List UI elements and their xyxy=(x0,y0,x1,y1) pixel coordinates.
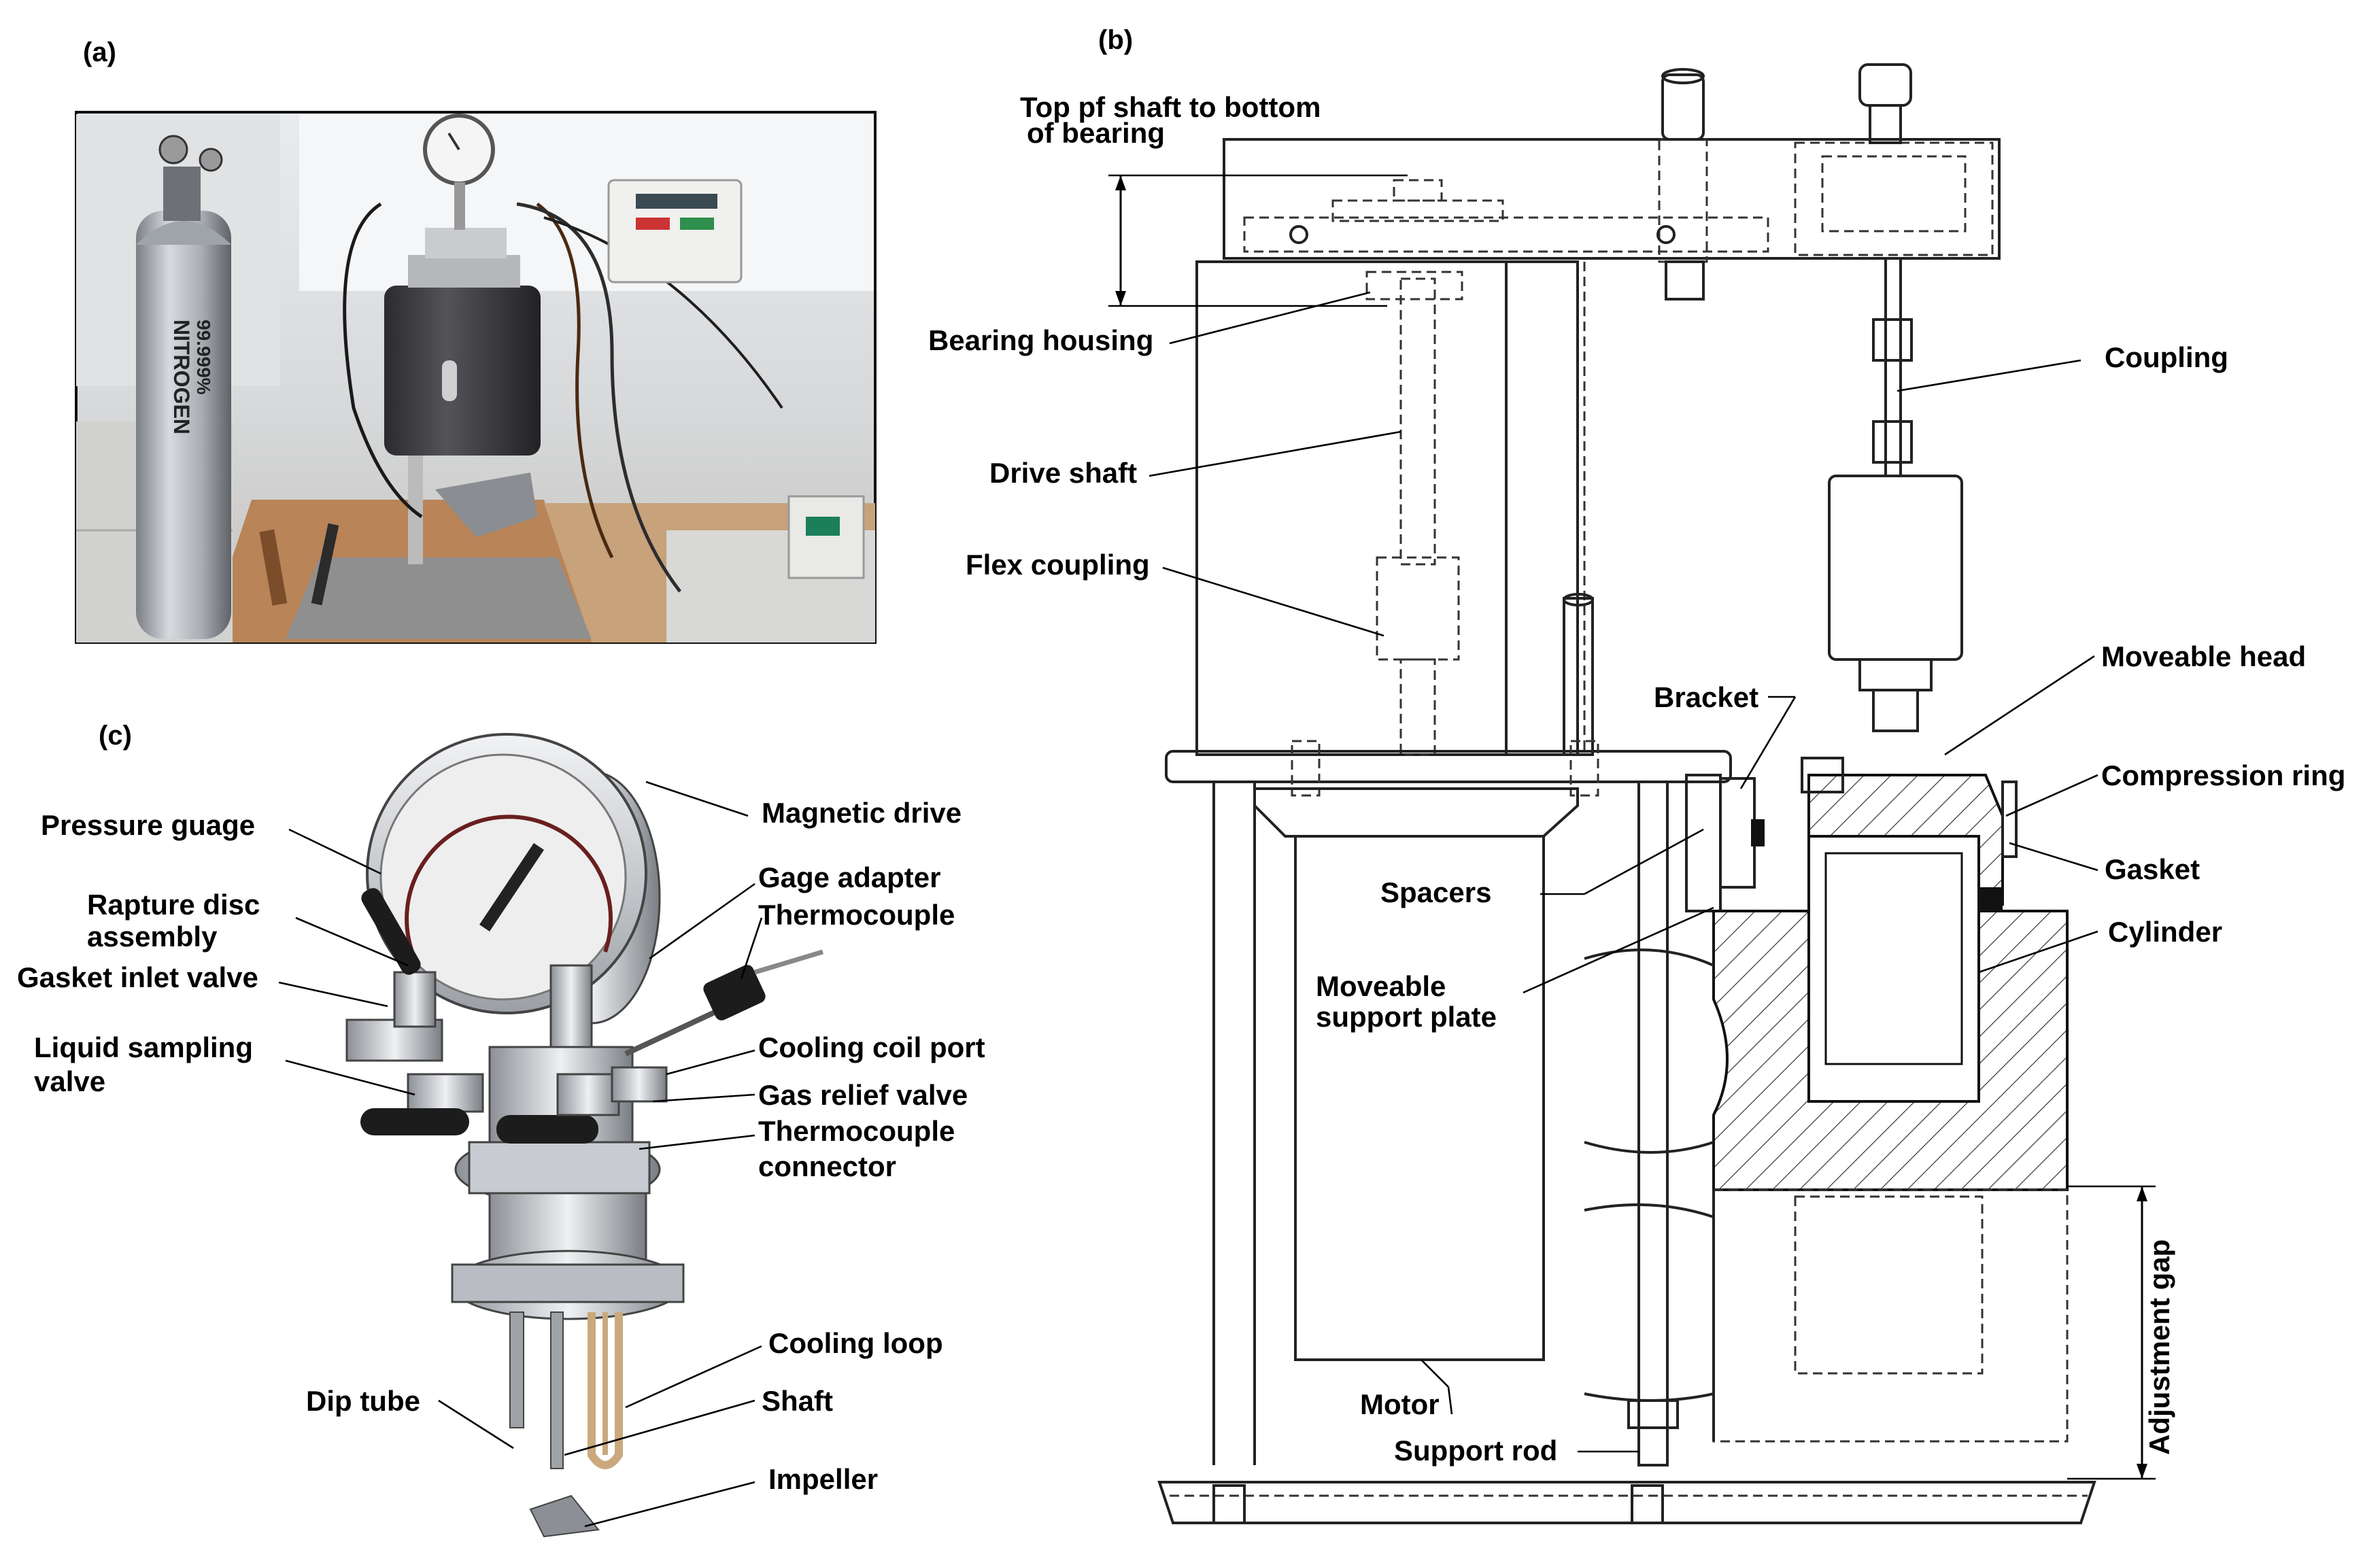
label-rapture-disc: Rapture disc xyxy=(87,889,260,921)
label-thermocouple-connector: Thermocouple xyxy=(758,1115,955,1147)
label-drive-shaft: Drive shaft xyxy=(989,457,1137,489)
panel-label-b: (b) xyxy=(1098,25,1133,55)
render-reactor-head: Pressure guage Magnetic drive Rapture di… xyxy=(17,733,985,1538)
label-flex-coupling: Flex coupling xyxy=(966,549,1150,581)
label-cooling-loop: Cooling loop xyxy=(768,1327,943,1359)
photo-reactor-setup: 99.999% NITROGEN xyxy=(75,111,877,644)
label-gas-relief-valve: Gas relief valve xyxy=(758,1079,968,1111)
label-liquid-sampling: Liquid sampling xyxy=(34,1031,253,1063)
label-impeller: Impeller xyxy=(768,1463,878,1495)
label-compression-ring: Compression ring xyxy=(2101,759,2345,791)
tall-housing xyxy=(1195,260,1579,756)
label-of-bearing: of bearing xyxy=(1027,117,1165,149)
label-motor: Motor xyxy=(1360,1388,1440,1420)
label-cooling-coil-port: Cooling coil port xyxy=(758,1031,985,1063)
label-bracket: Bracket xyxy=(1654,681,1758,713)
label-dip-tube: Dip tube xyxy=(306,1385,420,1417)
motor-outline xyxy=(1294,835,1545,1361)
label-pressure-gauge: Pressure guage xyxy=(41,809,255,841)
label-cylinder: Cylinder xyxy=(2108,916,2222,948)
label-top-of-shaft: Top pf shaft to bottom xyxy=(1020,91,1321,123)
label-support-rod: Support rod xyxy=(1394,1435,1557,1466)
support-rod xyxy=(1637,780,1669,1466)
label-support-plate: support plate xyxy=(1316,1001,1497,1033)
cylinder-label-purity: 99.999% xyxy=(193,320,214,395)
panel-label-c: (c) xyxy=(99,721,132,751)
label-gasket: Gasket xyxy=(2105,853,2200,885)
label-moveable: Moveable xyxy=(1316,970,1446,1002)
drawing-reactor-stand: Top pf shaft to bottom of bearing Bearin… xyxy=(928,63,2345,1524)
label-thermocouple: Thermocouple xyxy=(758,899,955,931)
label-gasket-inlet-valve: Gasket inlet valve xyxy=(17,961,258,993)
label-adjustment-gap: Adjustment gap xyxy=(2143,1239,2175,1455)
label-shaft: Shaft xyxy=(762,1385,833,1417)
flex-coupling-outline xyxy=(1376,556,1460,661)
label-thermocouple-connector-2: connector xyxy=(758,1150,896,1182)
cylinder-label-gas: NITROGEN xyxy=(169,320,194,434)
top-housing xyxy=(1223,138,2001,260)
label-gage-adapter: Gage adapter xyxy=(758,861,940,893)
label-magnetic-drive: Magnetic drive xyxy=(762,797,962,829)
label-rapture-disc-assembly: assembly xyxy=(87,921,218,953)
label-moveable-head: Moveable head xyxy=(2101,640,2306,672)
label-liquid-sampling-valve: valve xyxy=(34,1065,105,1097)
panel-label-a: (a) xyxy=(83,37,116,67)
label-spacers: Spacers xyxy=(1380,876,1491,908)
label-bearing-housing: Bearing housing xyxy=(928,324,1153,356)
label-coupling: Coupling xyxy=(2105,341,2228,373)
